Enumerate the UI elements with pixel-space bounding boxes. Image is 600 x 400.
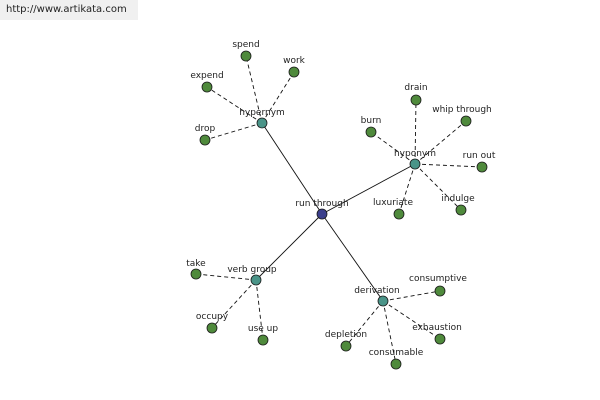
label-use-up: use up [248,324,278,334]
node-run-out[interactable] [476,161,488,173]
label-verb-group: verb group [227,265,277,275]
edge-derivation-depletion [345,300,384,347]
label-indulge: indulge [441,194,475,204]
label-exhaustion: exhaustion [412,323,462,333]
label-burn: burn [361,116,382,126]
node-take[interactable] [190,268,202,280]
node-whip-through[interactable] [460,115,472,127]
label-consumptive: consumptive [409,274,467,284]
label-drain: drain [404,83,427,93]
edge-center-hyponym [321,163,416,215]
label-occupy: occupy [196,312,229,322]
node-indulge[interactable] [455,204,467,216]
node-hyponym[interactable] [409,158,421,170]
edge-derivation-consumptive [382,290,441,302]
label-center: run through [295,199,348,209]
node-expend[interactable] [201,81,213,93]
edge-hyponym-drain [414,99,417,165]
edge-hypernym-spend [245,55,263,124]
node-derivation[interactable] [377,295,389,307]
edge-derivation-exhaustion [382,300,441,340]
label-take: take [186,259,206,269]
node-verb-group[interactable] [250,274,262,286]
node-center[interactable] [316,208,328,220]
label-run-out: run out [463,151,496,161]
edge-verb-group-use-up [255,279,264,341]
label-expend: expend [190,71,223,81]
label-consumable: consumable [369,348,424,358]
edge-verb-group-occupy [211,279,257,329]
graph-edges [195,55,483,365]
edge-hyponym-indulge [414,163,462,211]
node-spend[interactable] [240,50,252,62]
label-depletion: depletion [325,330,367,340]
edge-hyponym-burn [370,131,416,165]
node-occupy[interactable] [206,322,218,334]
node-drop[interactable] [199,134,211,146]
edge-derivation-consumable [382,300,397,365]
edge-center-derivation [321,213,384,302]
label-derivation: derivation [354,286,400,296]
graph-nodes: spend work expend drop drain burn whip through… [186,40,496,370]
edge-hypernym-work [261,71,295,124]
edge-hyponym-luxuriate [398,163,416,215]
label-work: work [283,56,306,66]
node-drain[interactable] [410,94,422,106]
label-whip-through: whip through [432,105,492,115]
label-drop: drop [195,124,216,134]
edge-center-hypernym [261,122,323,215]
edge-verb-group-take [195,273,257,281]
node-luxuriate[interactable] [393,208,405,220]
edge-hypernym-drop [204,122,263,141]
node-exhaustion[interactable] [434,333,446,345]
label-luxuriate: luxuriate [373,198,413,208]
node-depletion[interactable] [340,340,352,352]
node-consumable[interactable] [390,358,402,370]
label-hyponym: hyponym [394,149,436,159]
node-burn[interactable] [365,126,377,138]
node-use-up[interactable] [257,334,269,346]
source-url: http://www.artikata.com [0,0,138,20]
node-consumptive[interactable] [434,285,446,297]
label-spend: spend [232,40,259,50]
node-hypernym[interactable] [256,117,268,129]
node-work[interactable] [288,66,300,78]
edge-hypernym-expend [206,86,263,124]
edge-hyponym-run-out [414,163,483,168]
label-hypernym: hypernym [239,108,285,118]
edge-center-verb-group [255,213,323,281]
